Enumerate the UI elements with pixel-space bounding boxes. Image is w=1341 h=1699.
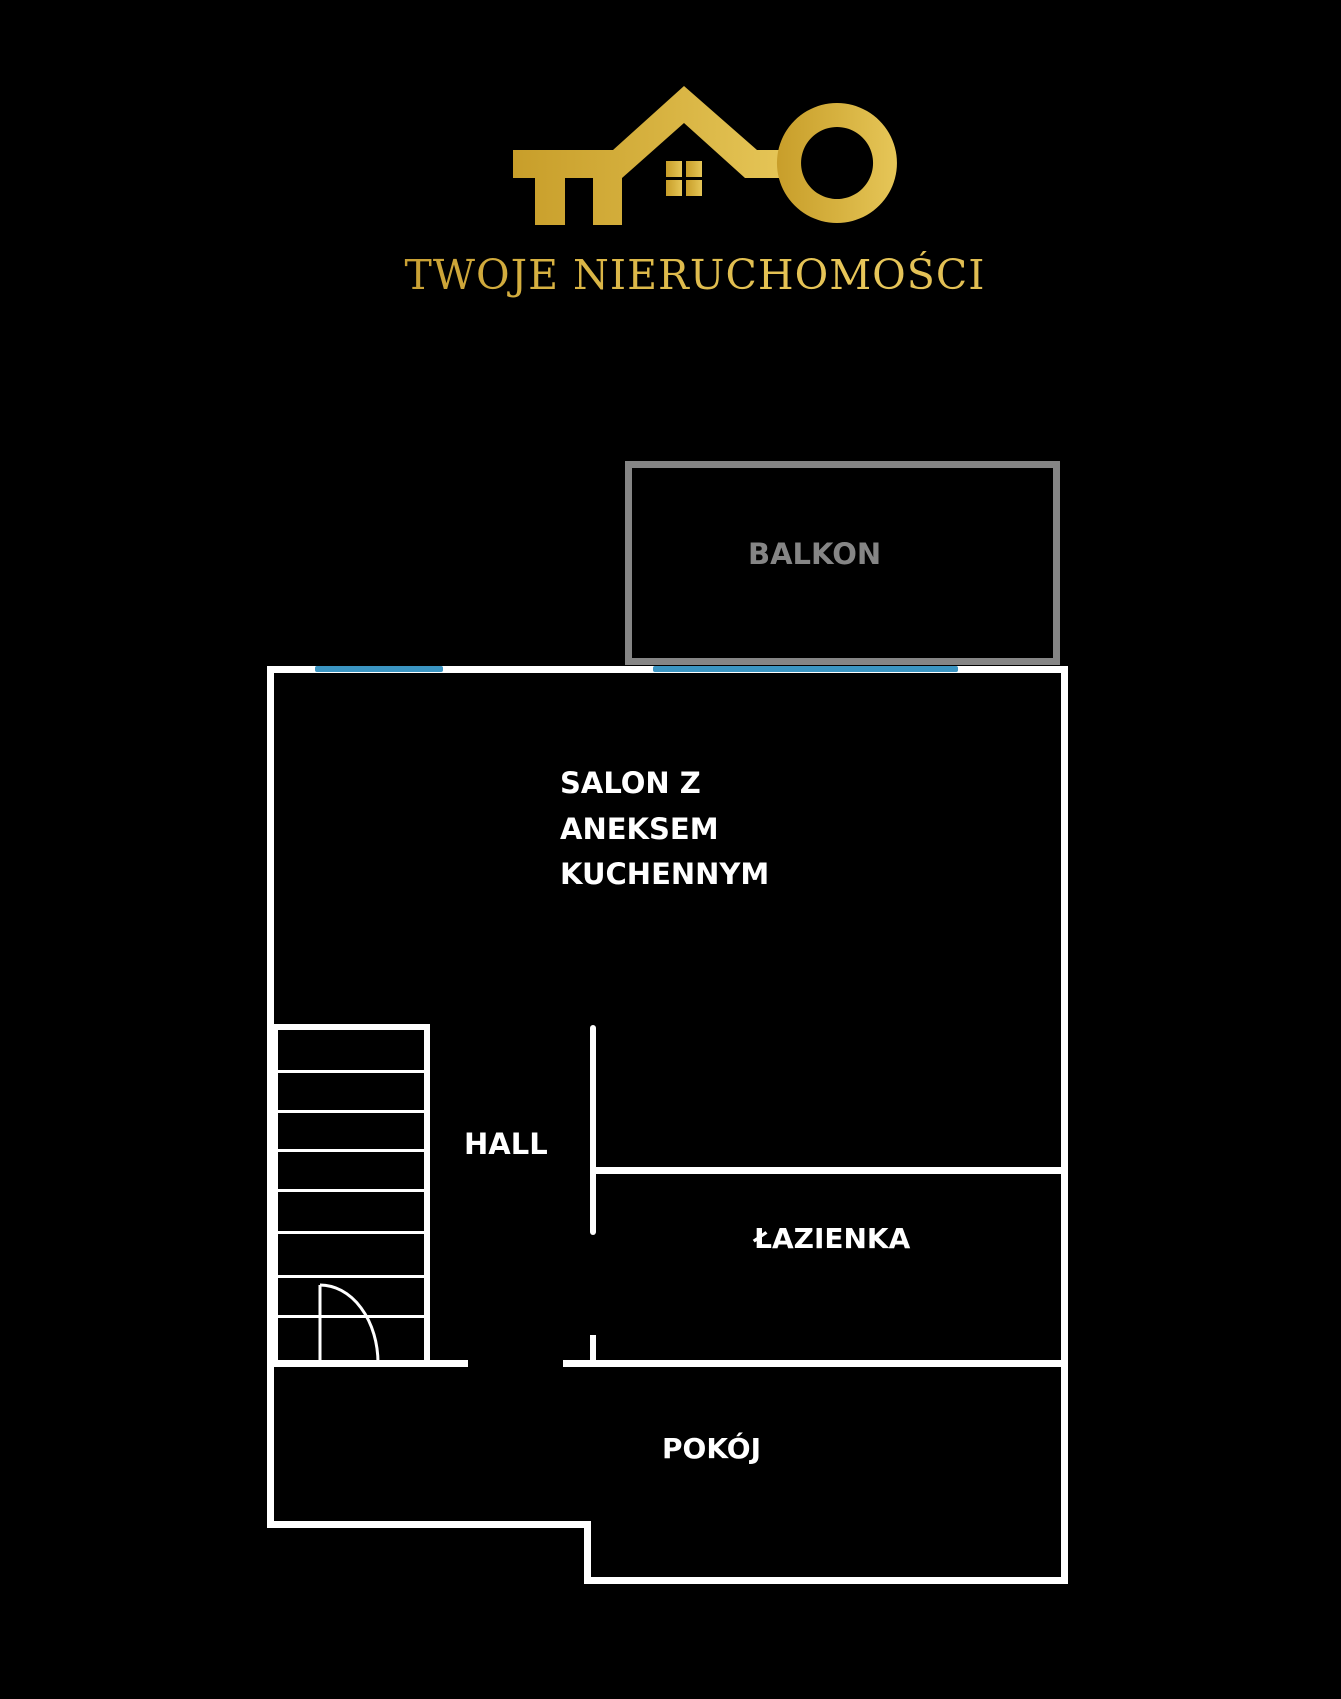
- window-1: [315, 666, 443, 672]
- living-room-label-line3: KUCHENNYM: [560, 857, 770, 891]
- wall-hall-left: [267, 1360, 468, 1367]
- partition-upper: [590, 1025, 596, 1235]
- living-room-label-line1: SALON Z: [560, 766, 701, 800]
- house-key-logo-icon: [513, 86, 897, 225]
- hall-label: HALL: [464, 1127, 548, 1161]
- wall-hall-right: [563, 1360, 1068, 1367]
- balcony-label: BALKON: [748, 537, 882, 571]
- outer-wall-left: [267, 666, 274, 1527]
- bathroom-wall-top: [590, 1167, 1068, 1174]
- partition-lower: [590, 1335, 596, 1363]
- door-swing-icon: [318, 1283, 380, 1364]
- living-room-label-line2: ANEKSEM: [560, 812, 719, 846]
- outer-wall-bottom: [584, 1577, 1068, 1584]
- bathroom-label: ŁAZIENKA: [754, 1222, 911, 1255]
- room-label: POKÓJ: [662, 1432, 761, 1465]
- outer-wall-right: [1061, 666, 1068, 1584]
- brand-name: TWOJE NIERUCHOMOŚCI: [268, 251, 1122, 299]
- window-2: [653, 666, 958, 672]
- outer-wall-bottom-left: [267, 1521, 590, 1528]
- outer-wall-step: [584, 1521, 591, 1584]
